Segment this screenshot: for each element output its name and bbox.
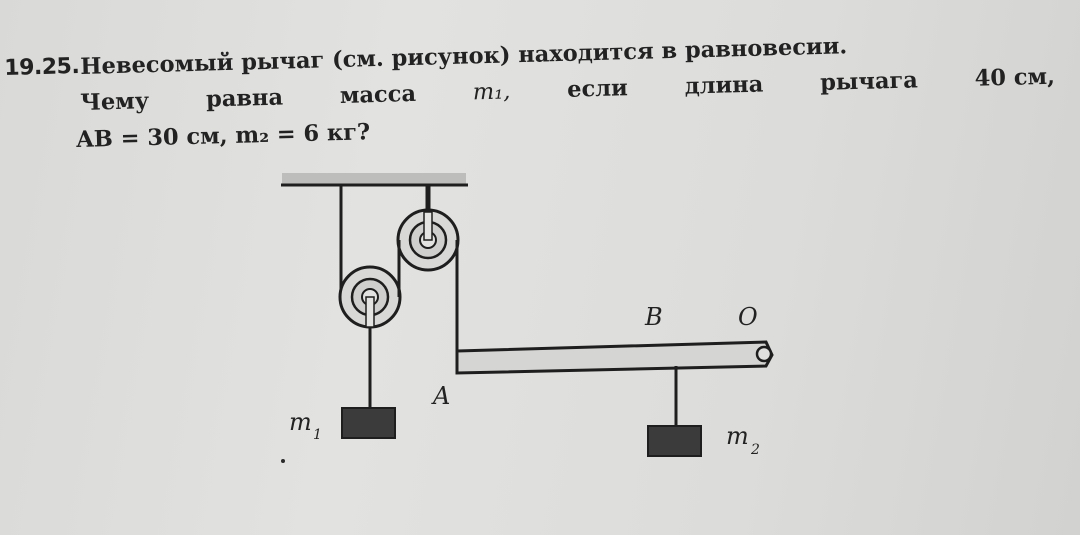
movable-pulley	[338, 265, 402, 329]
fixed-pulley	[396, 208, 460, 272]
mass-m1-block	[341, 407, 396, 439]
label-m2-sub: 2	[750, 442, 760, 458]
label-m2: m	[726, 422, 749, 450]
label-m1: m	[289, 408, 312, 436]
label-A: A	[431, 382, 450, 410]
label-m1-sub: 1	[313, 427, 322, 443]
label-B: B	[644, 303, 663, 331]
lever	[455, 340, 774, 375]
label-O: O	[738, 303, 758, 331]
ink-dot	[281, 459, 285, 463]
ceiling-hatching	[282, 173, 466, 185]
pivot-O	[755, 345, 773, 363]
mass-m2-block	[647, 425, 702, 457]
